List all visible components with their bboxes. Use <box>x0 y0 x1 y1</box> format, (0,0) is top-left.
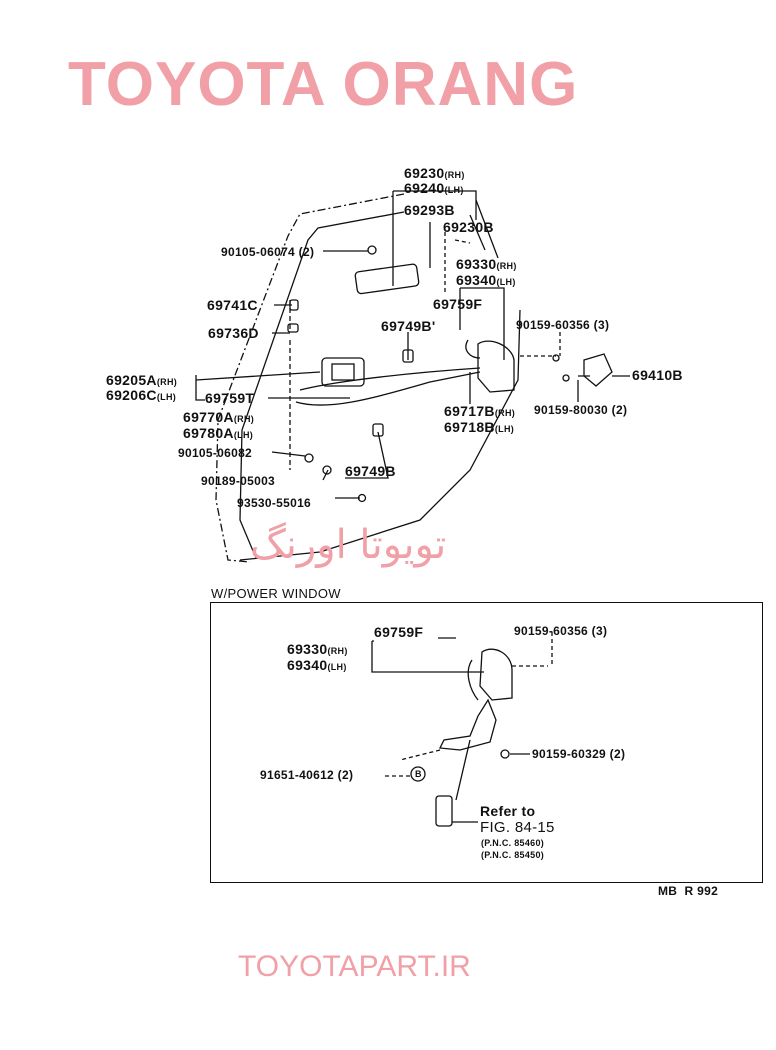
pw-label-90159-60356: 90159-60356 (3) <box>514 624 608 638</box>
label-69717b: 69717B(RH) <box>444 403 516 419</box>
label-69749b-prime: 69749B' <box>381 318 436 334</box>
label-69759f: 69759F <box>433 296 483 312</box>
leader-69749b <box>345 431 389 479</box>
leader-69330 <box>459 287 505 360</box>
clip-shape <box>289 299 299 311</box>
pw-label-69340: 69340(LH) <box>287 657 347 673</box>
pw-leader-60356 <box>512 632 553 667</box>
leader-69205a <box>195 371 321 401</box>
label-69410b: 69410B <box>632 367 683 383</box>
screw-shape <box>367 245 377 255</box>
label-90105-06074: 90105-06074 (2) <box>221 245 315 259</box>
clip-shape <box>372 423 384 437</box>
pw-label-69759f: 69759F <box>374 624 424 640</box>
watermark-latin: TOYOTA ORANG <box>68 50 579 119</box>
pw-actuator-bracket <box>438 698 497 751</box>
striker-shape <box>583 353 613 387</box>
watermark-persian: تویوتا اورنگ <box>250 522 447 568</box>
label-69741c: 69741C <box>207 297 258 313</box>
leader-69230 <box>392 190 477 286</box>
label-69240: 69240(LH) <box>404 180 464 196</box>
footer-code: MB R 992 <box>658 884 719 898</box>
label-69780a: 69780A(LH) <box>183 425 254 441</box>
door-outer-outline <box>215 193 405 563</box>
nut-shape <box>322 465 332 475</box>
lock-wire <box>465 339 481 359</box>
door-rear-edge <box>239 309 521 561</box>
callout-b: B <box>415 769 422 779</box>
screw-shape <box>562 374 570 382</box>
pw-leader-69330 <box>371 637 484 673</box>
label-69718b: 69718B(LH) <box>444 419 515 435</box>
pnc-label-1: (P.N.C. 85460) <box>481 838 545 848</box>
callout-circle <box>410 766 426 782</box>
label-69206c: 69206C(LH) <box>106 387 177 403</box>
screw-shape <box>357 493 367 503</box>
watermark-site: TOYOTAPART.IR <box>238 950 471 983</box>
label-69736d: 69736D <box>208 325 259 341</box>
leader-bolts <box>271 451 360 499</box>
leader-69230-b <box>469 199 499 259</box>
door-lock-assembly <box>477 340 515 393</box>
refer-fig-label: FIG. 84-15 <box>480 819 555 836</box>
pw-wire <box>467 659 479 701</box>
leader-69230b <box>444 232 471 292</box>
label-93530-55016: 93530-55016 <box>237 496 312 510</box>
label-69293b: 69293B <box>404 202 455 218</box>
leader-90159-60356 <box>520 332 561 357</box>
door-inner-outline <box>239 211 405 559</box>
screw-shape <box>552 354 560 362</box>
power-window-frame <box>210 602 763 883</box>
label-90159-80030: 90159-80030 (2) <box>534 403 628 417</box>
label-69759t: 69759T <box>205 390 255 406</box>
section-title: W/POWER WINDOW <box>211 586 341 601</box>
pw-label-69330: 69330(RH) <box>287 641 348 657</box>
label-90189-05003: 90189-05003 <box>201 474 276 488</box>
label-69749b: 69749B <box>345 463 396 479</box>
inside-handle-shape <box>321 357 365 387</box>
label-69330: 69330(RH) <box>456 256 517 272</box>
label-69340: 69340(LH) <box>456 272 516 288</box>
refer-to-label: Refer to <box>480 803 536 819</box>
label-90159-60356: 90159-60356 (3) <box>516 318 610 332</box>
outside-handle-shape <box>354 263 420 295</box>
label-69770a: 69770A(RH) <box>183 409 255 425</box>
label-69230b: 69230B <box>443 219 494 235</box>
label-69205a: 69205A(RH) <box>106 372 178 388</box>
clip-shape <box>402 349 414 363</box>
door-lock-motor-shape <box>435 795 453 827</box>
screw-shape <box>304 453 314 463</box>
label-69230: 69230(RH) <box>404 165 465 181</box>
screw-shape <box>500 749 510 759</box>
pw-lock-assembly <box>479 648 513 701</box>
pnc-label-2: (P.N.C. 85450) <box>481 850 545 860</box>
inside-handle-inner <box>331 363 355 381</box>
label-90105-06082: 90105-06082 <box>178 446 253 460</box>
leader-69741c-69736d <box>272 304 292 334</box>
pw-label-91651-40612: 91651-40612 (2) <box>260 768 354 782</box>
pw-label-90159-60329: 90159-60329 (2) <box>532 747 626 761</box>
rod-links <box>295 367 481 406</box>
clip-shape <box>287 323 299 333</box>
pw-leader-motor <box>452 739 478 823</box>
